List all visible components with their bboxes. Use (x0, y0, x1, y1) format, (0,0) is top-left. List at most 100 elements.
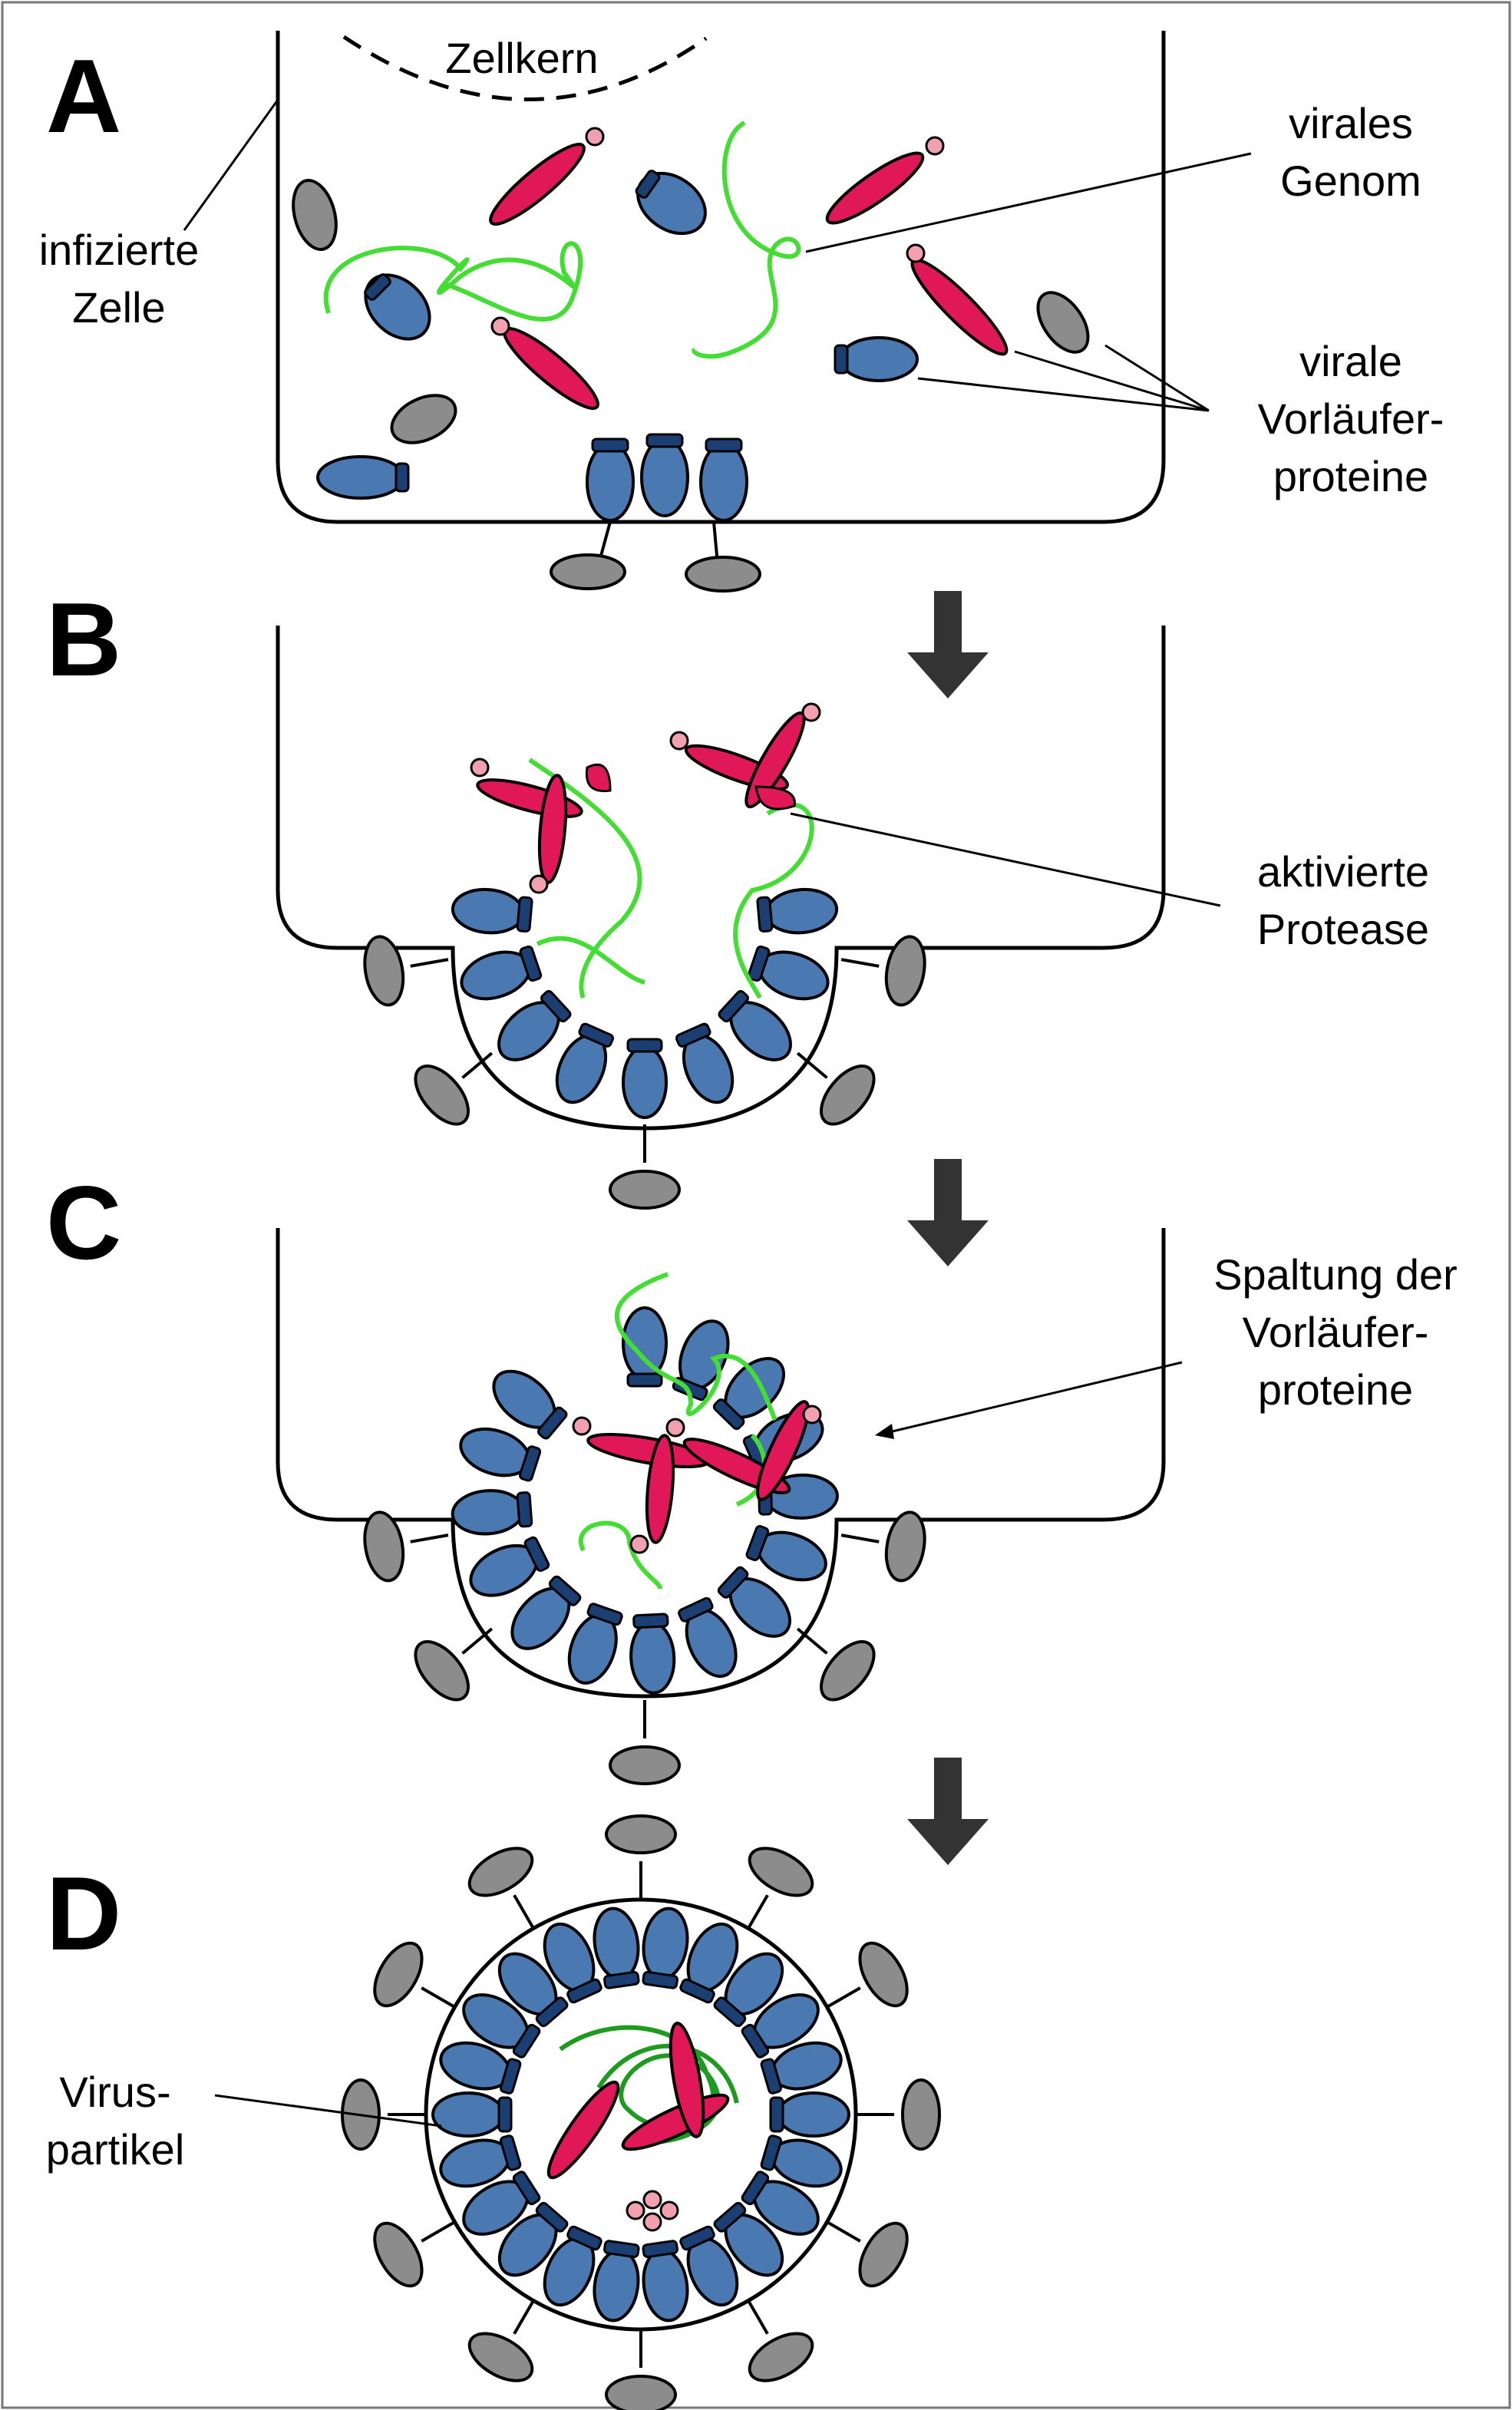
viral-genome-label-line2: Genom (1280, 157, 1421, 205)
glycoprotein (373, 1941, 424, 2008)
capsid-cap (535, 2201, 569, 2233)
glycoprotein (820, 1064, 876, 1126)
viral-genome-label-line1: virales (1289, 99, 1413, 147)
glycoprotein (373, 2221, 424, 2288)
protease-head (642, 2212, 662, 2232)
cleavage-label-line2: Vorläufer- (1243, 1308, 1429, 1356)
glycoprotein-stalk (513, 1894, 535, 1930)
glycoprotein (858, 2221, 909, 2288)
capsid-cap (747, 945, 771, 982)
glycoprotein (748, 2332, 814, 2382)
capsid-cap (548, 1575, 582, 1606)
panel-a: A Zellkern infizierte Zelle virales Geno… (39, 31, 1444, 593)
glycoprotein (901, 2078, 941, 2151)
capsid-protein (586, 442, 635, 522)
cell-membrane-a (276, 31, 1166, 524)
glycoprotein (884, 1510, 926, 1583)
glycoprotein (748, 1847, 814, 1897)
genome-strand (536, 936, 645, 985)
glycoprotein-stalk (796, 1051, 828, 1079)
glycoprotein-stalk (461, 1627, 494, 1655)
protease-head (665, 1418, 685, 1438)
capsid-cap (537, 1406, 568, 1440)
protease-arm (645, 1434, 675, 1544)
panel-c: C Spaltung der Vorläufer- proteine (46, 1164, 1458, 1785)
protease-precursor (825, 151, 925, 225)
capsid-cap (741, 2171, 770, 2206)
capsid-cap (645, 433, 684, 448)
capsid-cap (523, 1536, 550, 1572)
protease-catalytic-domain (585, 763, 612, 793)
glycoprotein (605, 2375, 677, 2410)
capsid-cap (769, 2096, 784, 2133)
glycoprotein-stalk (461, 1051, 494, 1079)
capsid-cap (705, 437, 743, 453)
genome-strand (692, 121, 801, 359)
protease-head (572, 1416, 592, 1436)
capsid-cap (760, 2134, 782, 2171)
glycoprotein (820, 1639, 876, 1702)
infected-cell-pointer (183, 99, 279, 231)
capsid-protein (839, 336, 919, 382)
protease-head (906, 243, 926, 263)
virus-particle (341, 1814, 941, 2410)
capsid-cap (586, 1603, 623, 1626)
cleavage-label-line3: proteine (1258, 1365, 1413, 1414)
protease-head (925, 136, 945, 156)
protease-label-line1: aktivierte (1257, 847, 1429, 896)
capsid-cap (591, 437, 629, 453)
glycoprotein-stalk (826, 2220, 861, 2243)
capsid-cap (678, 1596, 714, 1623)
glycoprotein (363, 1510, 405, 1583)
capsid-cap (760, 2058, 782, 2095)
glycoprotein (609, 1170, 681, 1210)
virus-particle-label-line2: partikel (46, 2125, 185, 2174)
protease-head (470, 758, 490, 777)
protease-catalytic-domain (754, 785, 796, 810)
glycoprotein (550, 553, 626, 590)
capsid-cap (516, 1491, 533, 1528)
capsid-cap (741, 2023, 770, 2058)
protease-head (642, 2190, 662, 2210)
glycoprotein-stalk (421, 2220, 456, 2243)
infected-cell-label-line2: Zelle (72, 283, 165, 332)
protease-head (529, 874, 549, 894)
glycoprotein-stalk (840, 958, 880, 968)
glycoprotein-stalk (747, 2299, 769, 2335)
capsid-cap (635, 170, 661, 199)
precursor-label-line2: Vorläufer- (1258, 395, 1444, 443)
cell-membrane-c (276, 1228, 1166, 1699)
panel-label-b: B (46, 581, 121, 698)
capsid-cap (679, 2225, 715, 2251)
capsid-cap (512, 2171, 541, 2206)
panel-label-d: D (46, 1855, 121, 1972)
capsid-cap (675, 1022, 711, 1048)
capsid-cap (364, 273, 391, 301)
glycoprotein (292, 179, 338, 251)
arrow-c-to-d (907, 1758, 989, 1865)
capsid-cap (603, 2240, 640, 2259)
capsid-cap (519, 945, 543, 982)
precursor-pointer-capsid (917, 377, 1210, 412)
capsid-cap (497, 2096, 513, 2133)
capsid-cap (713, 1996, 747, 2028)
glycoprotein-stalk (840, 1533, 880, 1543)
capsid-cap (626, 1038, 663, 1053)
protease-head (585, 127, 605, 147)
protease-head (659, 2200, 679, 2220)
capsid-protein (622, 1045, 668, 1119)
protease-head (626, 2200, 645, 2220)
panel-d: D Virus- partikel (46, 1814, 941, 2410)
capsid-cap (566, 1978, 602, 2004)
glycoprotein-stalk (410, 1533, 449, 1543)
protease-head (801, 702, 821, 722)
glycoprotein (858, 1941, 909, 2008)
cleavage-arrowhead (875, 1424, 894, 1439)
capsid-cap (679, 1978, 715, 2004)
precursor-pointer-protease (1014, 350, 1210, 412)
capsid-cap (566, 2225, 602, 2251)
capsid-protein (777, 2091, 850, 2138)
protease-arm (756, 1400, 810, 1501)
protease-head (669, 731, 689, 751)
